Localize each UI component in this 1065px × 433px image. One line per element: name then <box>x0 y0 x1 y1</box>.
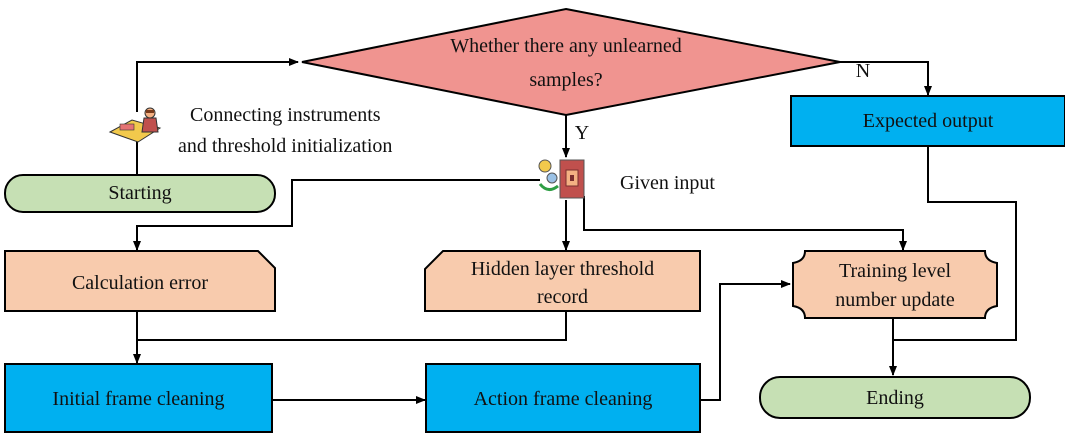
training-label-line2: number update <box>835 289 955 311</box>
decision-label-line1: Whether there any unlearned <box>450 35 682 57</box>
edge-action-to-training <box>700 280 791 401</box>
calculation-error-label: Calculation error <box>71 272 209 294</box>
edge-hidden-to-merge <box>137 311 567 341</box>
connect-annotation-line1: Connecting instruments <box>190 104 381 126</box>
edge-expected-to-ending <box>893 145 1017 341</box>
edge-label-no: N <box>855 60 871 82</box>
action-frame-cleaning-label: Action frame cleaning <box>473 388 653 410</box>
initial-frame-cleaning-label: Initial frame cleaning <box>52 388 225 410</box>
ending-label: Ending <box>866 387 924 409</box>
training-label-line1: Training level <box>838 260 952 282</box>
edge-input-to-calc <box>133 179 540 251</box>
decision-label-line2: samples? <box>529 69 603 91</box>
edge-decision-no <box>840 61 932 96</box>
hidden-layer-label-line2: record <box>536 286 589 308</box>
starting-label: Starting <box>108 182 172 204</box>
connect-annotation-line2: and threshold initialization <box>178 135 393 157</box>
hidden-layer-label-line1: Hidden layer threshold <box>470 258 655 280</box>
edge-icon-to-decision <box>136 58 299 112</box>
edge-input-to-training <box>583 196 907 251</box>
given-input-annotation: Given input <box>620 172 715 194</box>
expected-output-label: Expected output <box>862 110 994 132</box>
edge-label-yes: Y <box>574 122 590 144</box>
